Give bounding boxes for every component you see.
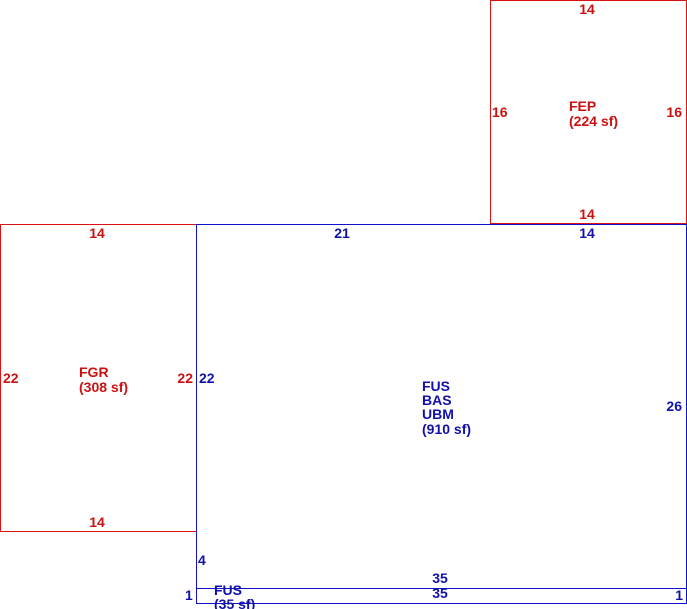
fep-dim-top: 14: [579, 1, 595, 17]
fgr-area: (308 sf): [79, 379, 128, 395]
fgr-dim-top: 14: [89, 225, 105, 241]
main-dim-lower-left: 4: [198, 552, 206, 568]
fus-strip-area: (35 sf): [214, 596, 255, 609]
main-label-line2: BAS: [422, 392, 452, 408]
fus-strip-dim-right: 1: [675, 587, 683, 603]
main-dim-top-right: 14: [579, 225, 595, 241]
fep-dim-right: 16: [666, 104, 682, 120]
fus-strip-dim-top: 35: [432, 585, 448, 601]
fep-dim-bottom: 14: [579, 206, 595, 222]
main-label-line3: UBM: [422, 406, 454, 422]
fgr-dim-left: 22: [3, 370, 19, 386]
fus-strip-label: FUS: [214, 582, 242, 598]
fgr-label: FGR: [79, 364, 109, 380]
fep-label: FEP: [569, 98, 596, 114]
main-dim-bottom: 35: [432, 570, 448, 586]
fep-dim-left: 16: [492, 104, 508, 120]
main-label-line1: FUS: [422, 378, 450, 394]
main-dim-top-left: 21: [334, 225, 350, 241]
fep-area: (224 sf): [569, 113, 618, 129]
main-dim-left: 22: [199, 370, 215, 386]
main-dim-right: 26: [666, 398, 682, 414]
main-area: (910 sf): [422, 421, 471, 437]
fgr-dim-bottom: 14: [89, 514, 105, 530]
fus-strip-dim-left: 1: [185, 587, 193, 603]
fgr-dim-right: 22: [177, 370, 193, 386]
